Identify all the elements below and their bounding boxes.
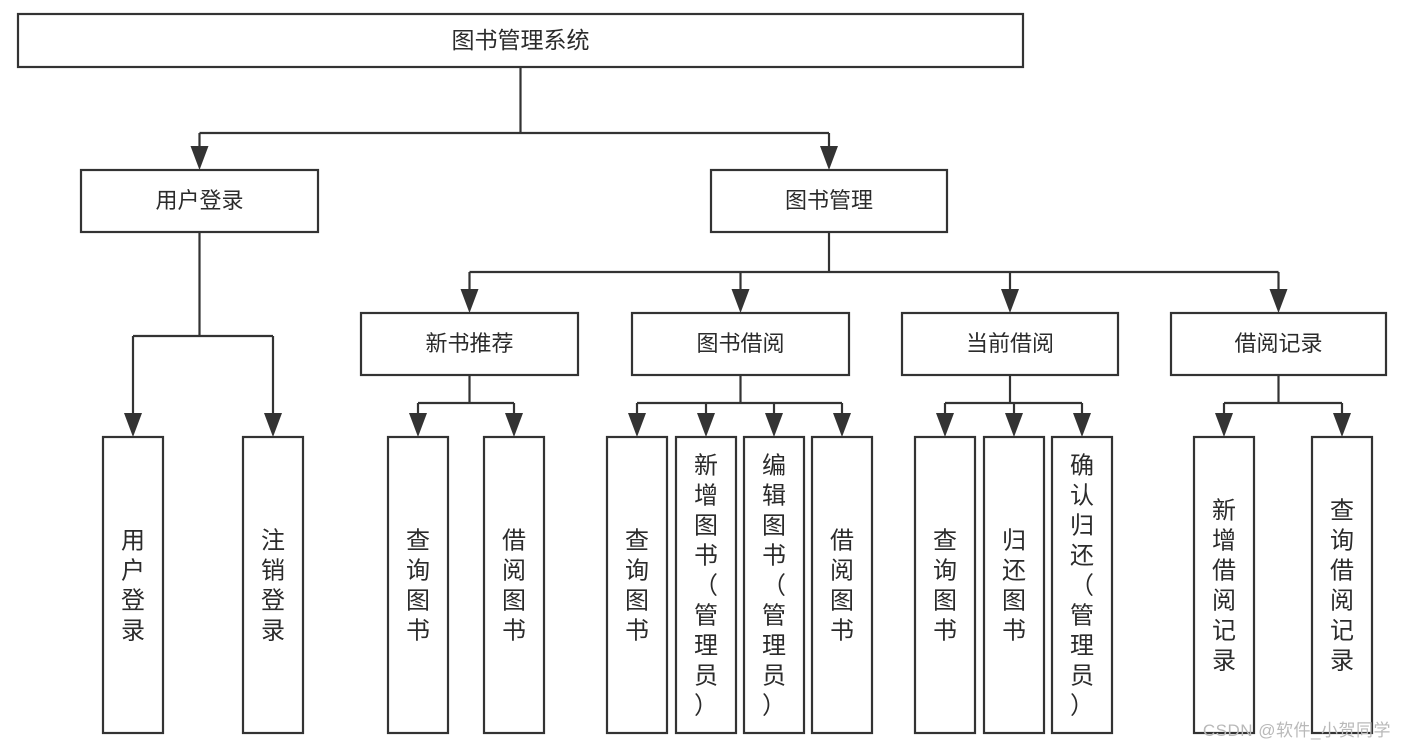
node-book-borrow-label: 图书借阅: [696, 331, 784, 356]
arrow-head-current-borrow: [1001, 289, 1019, 313]
node-book-manage-label: 图书管理: [785, 188, 873, 213]
node-leaf-add-record-box[interactable]: [1192, 435, 1256, 735]
node-leaf-confirm-return-box[interactable]: [1050, 435, 1114, 735]
node-new-book-recommend[interactable]: 新书推荐: [359, 311, 580, 377]
node-leaf-borrow-book-1[interactable]: 借阅图书: [482, 435, 546, 735]
csdn-watermark: CSDN @软件_小贺同学: [1202, 721, 1391, 740]
node-book-borrow-box[interactable]: [630, 311, 851, 377]
node-book-manage-box[interactable]: [709, 168, 949, 234]
node-leaf-return-book-label: 归还图书: [1002, 527, 1026, 644]
node-leaf-return-book[interactable]: 归还图书: [982, 435, 1046, 735]
node-leaf-return-book-box[interactable]: [982, 435, 1046, 735]
node-new-book-recommend-box[interactable]: [359, 311, 580, 377]
arrow-head-leaf-confirm-return: [1073, 413, 1091, 437]
node-leaf-query-book-2[interactable]: 查询图书: [605, 435, 669, 735]
arrow-head-leaf-borrow-book-1: [505, 413, 523, 437]
node-leaf-query-book-2-label: 查询图书: [625, 527, 649, 644]
nodes-layer: 图书管理系统 用户登录 图书管理 新书推荐 图书借阅 当前借阅 借阅记录: [16, 12, 1388, 735]
arrow-head-leaf-logout-login: [264, 413, 282, 437]
node-leaf-edit-book[interactable]: 编辑图书（管理员）: [742, 435, 806, 735]
arrow-head-leaf-query-book-2: [628, 413, 646, 437]
node-leaf-user-login-label: 用户登录: [121, 527, 145, 644]
node-root-label: 图书管理系统: [452, 27, 590, 53]
node-leaf-confirm-return[interactable]: 确认归还（管理员）: [1050, 435, 1114, 735]
node-borrow-record-label: 借阅记录: [1234, 331, 1322, 356]
node-user-login-label: 用户登录: [155, 188, 243, 213]
node-leaf-query-book-1[interactable]: 查询图书: [386, 435, 450, 735]
node-leaf-logout-login[interactable]: 注销登录: [241, 435, 305, 735]
node-leaf-query-book-1-box[interactable]: [386, 435, 450, 735]
node-current-borrow-box[interactable]: [900, 311, 1120, 377]
node-leaf-logout-login-label: 注销登录: [261, 527, 285, 644]
node-leaf-logout-login-box[interactable]: [241, 435, 305, 735]
node-leaf-query-record-label: 查询借阅记录: [1330, 497, 1354, 674]
node-leaf-user-login[interactable]: 用户登录: [101, 435, 165, 735]
arrow-head-leaf-edit-book: [765, 413, 783, 437]
arrow-head-leaf-query-book-1: [409, 413, 427, 437]
node-leaf-query-book-3[interactable]: 查询图书: [913, 435, 977, 735]
node-leaf-edit-book-box[interactable]: [742, 435, 806, 735]
arrow-head-leaf-query-book-3: [936, 413, 954, 437]
node-leaf-add-book[interactable]: 新增图书（管理员）: [674, 435, 738, 735]
arrow-head-leaf-add-book: [697, 413, 715, 437]
node-user-login-box[interactable]: [79, 168, 320, 234]
node-book-manage[interactable]: 图书管理: [709, 168, 949, 234]
node-leaf-query-record[interactable]: 查询借阅记录: [1310, 435, 1374, 735]
arrow-head-leaf-return-book: [1005, 413, 1023, 437]
node-borrow-record[interactable]: 借阅记录: [1169, 311, 1388, 377]
node-leaf-borrow-book-1-box[interactable]: [482, 435, 546, 735]
node-current-borrow[interactable]: 当前借阅: [900, 311, 1120, 377]
node-book-borrow[interactable]: 图书借阅: [630, 311, 851, 377]
arrow-head-leaf-query-record: [1333, 413, 1351, 437]
node-leaf-query-book-3-box[interactable]: [913, 435, 977, 735]
node-new-book-recommend-label: 新书推荐: [425, 331, 513, 356]
node-leaf-add-book-box[interactable]: [674, 435, 738, 735]
node-leaf-borrow-book-2-label: 借阅图书: [830, 527, 854, 644]
node-root-box[interactable]: [16, 12, 1025, 69]
node-leaf-borrow-book-2[interactable]: 借阅图书: [810, 435, 874, 735]
node-leaf-confirm-return-label: 确认归还（管理员）: [1070, 452, 1094, 719]
node-leaf-add-record-label: 新增借阅记录: [1212, 497, 1236, 674]
arrow-head-book-borrow: [731, 289, 750, 313]
node-leaf-query-book-2-box[interactable]: [605, 435, 669, 735]
node-current-borrow-label: 当前借阅: [966, 331, 1054, 356]
node-root[interactable]: 图书管理系统: [16, 12, 1025, 69]
arrow-head-new-book-recommend: [460, 289, 479, 313]
node-leaf-query-record-box[interactable]: [1310, 435, 1374, 735]
arrow-head-leaf-borrow-book-2: [833, 413, 851, 437]
node-leaf-user-login-box[interactable]: [101, 435, 165, 735]
node-leaf-borrow-book-1-label: 借阅图书: [502, 527, 526, 644]
arrow-head-book-manage: [820, 146, 838, 170]
node-leaf-add-record[interactable]: 新增借阅记录: [1192, 435, 1256, 735]
node-leaf-query-book-1-label: 查询图书: [406, 527, 430, 644]
arrow-head-leaf-user-login: [124, 413, 142, 437]
arrow-head-user-login: [190, 146, 209, 170]
node-leaf-add-book-label: 新增图书（管理员）: [694, 452, 718, 719]
node-borrow-record-box[interactable]: [1169, 311, 1388, 377]
arrow-head-borrow-record: [1269, 289, 1288, 313]
node-leaf-query-book-3-label: 查询图书: [933, 527, 957, 644]
node-user-login[interactable]: 用户登录: [79, 168, 320, 234]
node-leaf-edit-book-label: 编辑图书（管理员）: [762, 452, 786, 719]
arrow-head-leaf-add-record: [1215, 413, 1233, 437]
node-leaf-borrow-book-2-box[interactable]: [810, 435, 874, 735]
edges-layer: [124, 67, 1351, 437]
